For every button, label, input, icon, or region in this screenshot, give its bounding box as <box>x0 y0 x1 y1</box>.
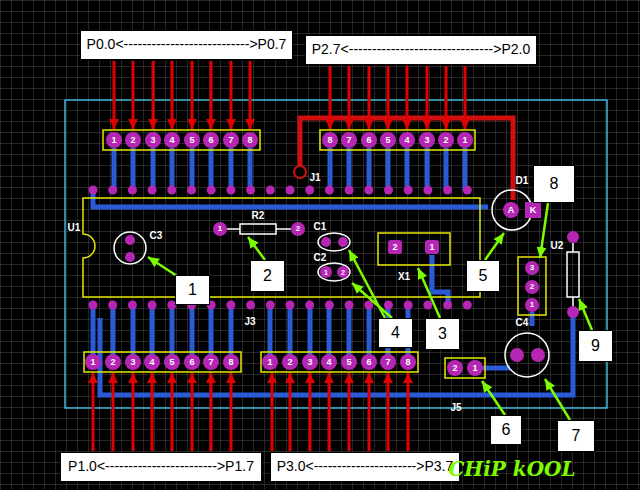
pin-number: 5 <box>189 136 194 145</box>
port-label-box: P3.0<---------------------->P3.7 <box>270 452 460 482</box>
pin-number: 1 <box>324 269 328 276</box>
callout-box: 4 <box>378 318 413 348</box>
red-trace <box>300 118 513 200</box>
pin-number: 8 <box>327 136 332 145</box>
callout-number: 6 <box>502 421 511 439</box>
callout-number: 7 <box>572 427 581 445</box>
pin-number: 1 <box>462 136 467 145</box>
pads <box>85 132 579 376</box>
silkscreen <box>83 130 546 378</box>
pin-number: 8 <box>228 358 233 367</box>
callout-box: 3 <box>425 318 460 350</box>
part-label: C2 <box>314 253 327 263</box>
pin-number: 1 <box>267 358 272 367</box>
blue-traces <box>93 148 573 395</box>
board-outline <box>65 100 607 408</box>
component-outlines <box>114 190 579 377</box>
pin-number: 4 <box>326 358 331 367</box>
port-label-box: P0.0<--------------------------->P0.7 <box>80 30 293 60</box>
signature: CHiP kOOL <box>448 459 575 479</box>
pin-number: 7 <box>346 136 351 145</box>
pin-number: 5 <box>346 358 351 367</box>
pin-number: 4 <box>404 136 409 145</box>
port-range-label: P1.0<------------------------>P1.7 <box>68 459 254 474</box>
pin-number: 2 <box>452 364 457 373</box>
part-label: C3 <box>150 231 163 241</box>
pin-number: 7 <box>228 136 233 145</box>
port-range-label: P2.7<------------------------------->P2.… <box>312 42 530 57</box>
via <box>294 166 306 178</box>
port-label-box: P2.7<------------------------------->P2.… <box>305 35 537 65</box>
part-label: J5 <box>450 403 461 413</box>
pin-number: 6 <box>189 358 194 367</box>
pin-number: 1 <box>111 136 116 145</box>
part-label: C1 <box>314 222 327 232</box>
red-arrows <box>93 61 465 451</box>
callout-box: 6 <box>490 415 522 445</box>
pin-number: 1 <box>429 243 434 252</box>
callout-number: 1 <box>188 281 197 299</box>
callout-box: 5 <box>466 260 500 292</box>
pin-number: 4 <box>149 358 154 367</box>
port-label-box: P1.0<------------------------>P1.7 <box>60 452 262 482</box>
part-label: D1 <box>516 176 529 186</box>
pin-number: 2 <box>341 269 345 276</box>
pin-name: A <box>508 206 515 215</box>
ic-pins <box>89 186 472 310</box>
callout-box: 9 <box>578 330 613 362</box>
pin-number: 3 <box>150 136 155 145</box>
port-range-label: P0.0<--------------------------->P0.7 <box>87 37 287 52</box>
callout-box: 8 <box>533 165 575 203</box>
pin-number: 2 <box>130 136 135 145</box>
part-label: X1 <box>398 272 410 282</box>
part-label: U1 <box>68 223 81 233</box>
pin-number: 1 <box>90 358 95 367</box>
callout-box: 7 <box>557 420 595 452</box>
pin-number: 2 <box>287 358 292 367</box>
callout-number: 4 <box>391 324 400 342</box>
pin-name: K <box>530 206 537 215</box>
pin-number: 1 <box>218 225 222 233</box>
port-range-label: P3.0<---------------------->P3.7 <box>277 459 454 474</box>
pin-number: 2 <box>392 243 397 252</box>
pin-number: 3 <box>307 358 312 367</box>
pin-number: 7 <box>208 358 213 367</box>
pin-number: 2 <box>296 225 300 233</box>
pin-number: 6 <box>208 136 213 145</box>
callout-box: 2 <box>250 260 285 292</box>
pin-number: 1 <box>530 301 534 309</box>
part-label: U2 <box>551 241 564 251</box>
pin-number: 7 <box>385 358 390 367</box>
pin-number: 6 <box>366 136 371 145</box>
callout-number: 3 <box>438 325 447 343</box>
pin-number: 8 <box>405 358 410 367</box>
callout-number: 8 <box>550 175 559 193</box>
pin-number: 3 <box>530 264 534 272</box>
pin-number: 2 <box>530 283 534 291</box>
pin-number: 4 <box>169 136 174 145</box>
pin-number: 1 <box>472 364 477 373</box>
pin-number: 6 <box>366 358 371 367</box>
callout-number: 9 <box>591 337 600 355</box>
pin-number: 5 <box>385 136 390 145</box>
pin-number: 2 <box>443 136 448 145</box>
pin-number: 8 <box>247 136 252 145</box>
pin-number: 5 <box>169 358 174 367</box>
pin-number: 2 <box>110 358 115 367</box>
pin-number: 3 <box>130 358 135 367</box>
part-label: C4 <box>516 318 529 328</box>
part-label: J1 <box>309 173 320 183</box>
callout-number: 2 <box>263 267 272 285</box>
part-label: R2 <box>252 211 265 221</box>
part-label: J3 <box>244 317 255 327</box>
callout-leaders <box>148 203 592 420</box>
callout-box: 1 <box>175 275 210 305</box>
pin-number: 3 <box>424 136 429 145</box>
callout-number: 5 <box>479 267 488 285</box>
